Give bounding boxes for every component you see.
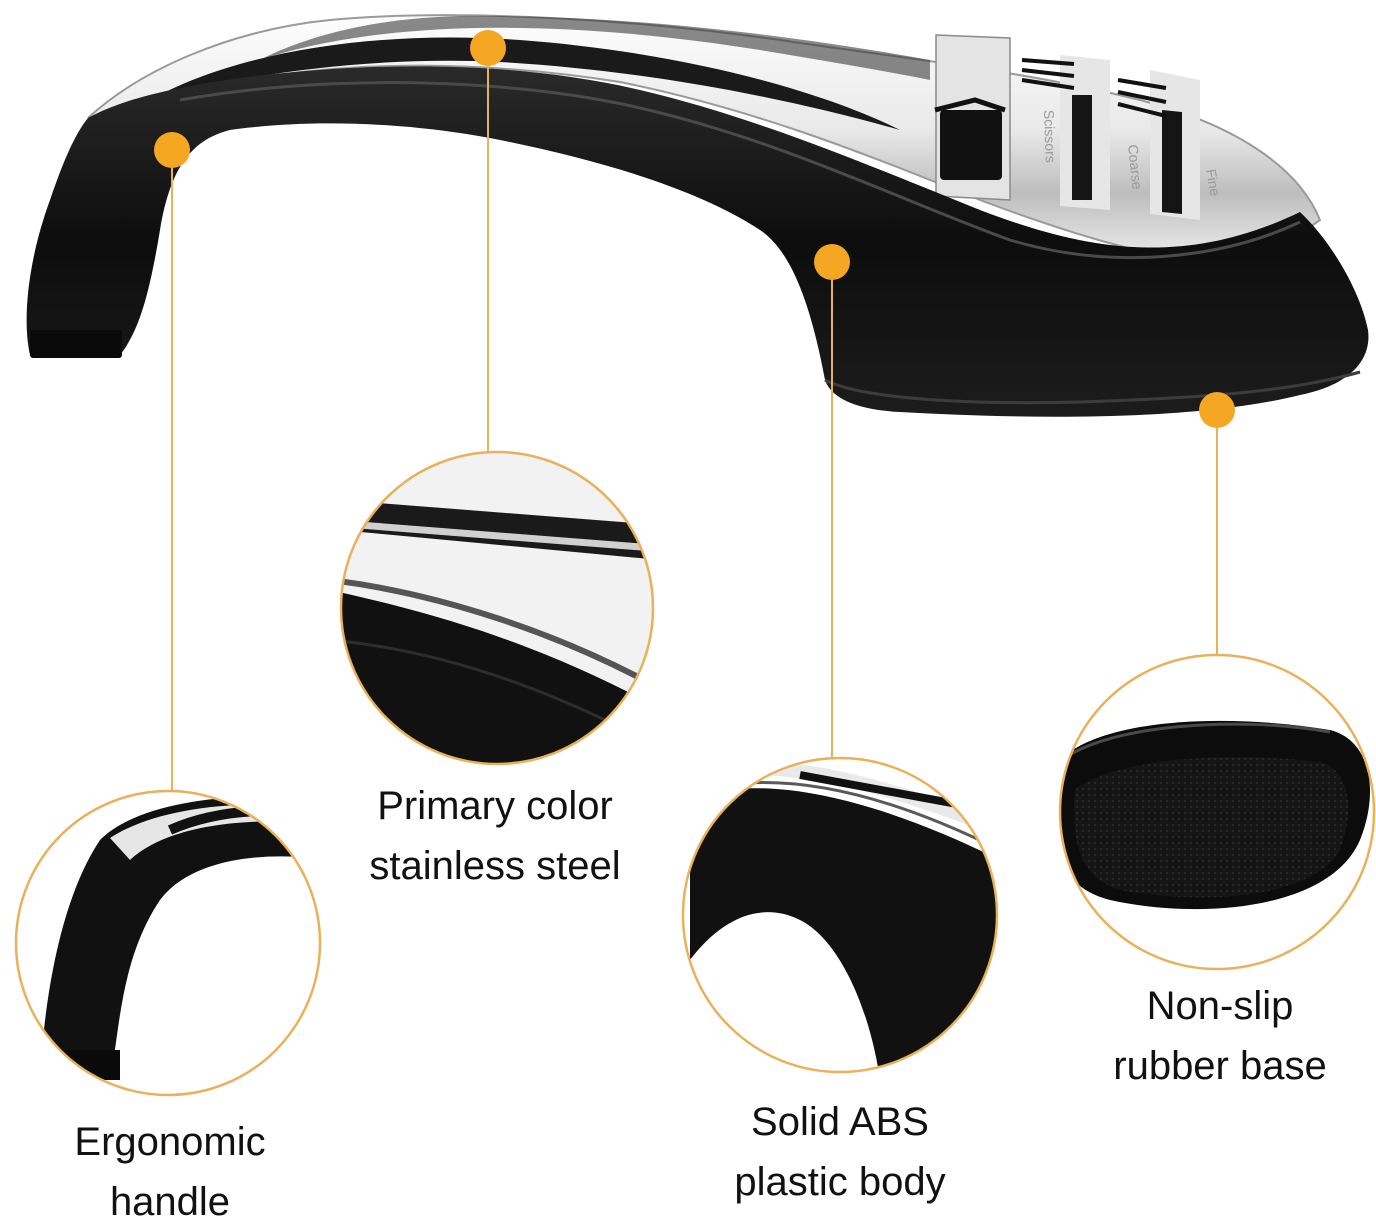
callout-dot-base	[1199, 392, 1235, 428]
knife-sharpener: Scissors Coarse Fine	[26, 14, 1369, 417]
slot-label-coarse: Coarse	[1125, 144, 1146, 191]
caption-handle-line-1: Ergonomic	[74, 1120, 266, 1164]
zoom-circle-steel	[339, 450, 655, 766]
caption-base: Non-slip rubber base	[1070, 976, 1370, 1096]
slot-label-fine: Fine	[1203, 168, 1224, 198]
caption-body-line-2: plastic body	[734, 1160, 946, 1204]
caption-base-line-1: Non-slip	[1146, 984, 1294, 1028]
zoom-circle-body	[681, 756, 999, 1074]
slot-label-scissors: Scissors	[1041, 110, 1059, 163]
zoom-circle-handle	[14, 789, 322, 1097]
coarse-slot	[1072, 95, 1092, 200]
scissors-slot	[940, 110, 1002, 180]
fine-slot	[1162, 110, 1182, 214]
callout-dot-body	[814, 244, 850, 280]
caption-base-line-2: rubber base	[1113, 1044, 1327, 1088]
zoom-circle-base	[1058, 653, 1376, 971]
callout-dot-handle	[154, 132, 190, 168]
sharpening-slots: Scissors Coarse Fine	[934, 34, 1224, 220]
plastic-body	[26, 66, 1369, 417]
caption-body: Solid ABS plastic body	[690, 1092, 990, 1212]
caption-steel: Primary color stainless steel	[330, 776, 660, 896]
callout-dot-steel	[470, 30, 506, 66]
leader-lines	[171, 48, 1218, 790]
steel-reflection	[150, 37, 900, 130]
caption-handle: Ergonomic handle	[30, 1112, 310, 1232]
caption-body-line-1: Solid ABS	[751, 1100, 929, 1144]
steel-top-plate	[87, 14, 1322, 272]
caption-steel-line-2: stainless steel	[369, 844, 621, 888]
callout-dots	[154, 30, 1235, 428]
caption-steel-line-1: Primary color	[377, 784, 613, 828]
caption-handle-line-2: handle	[109, 1180, 231, 1224]
